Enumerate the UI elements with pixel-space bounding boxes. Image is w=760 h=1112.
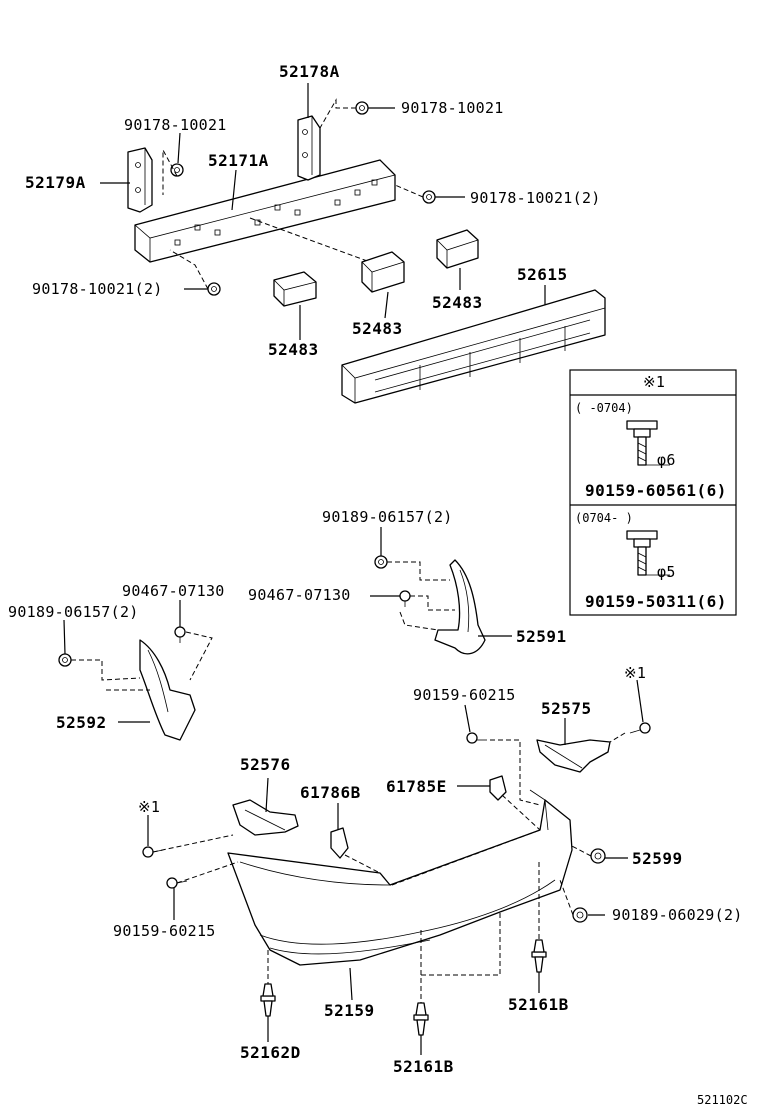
nut-icon [422,190,436,204]
screw-icon [466,732,487,744]
bolt-icon [626,420,670,466]
inset-dia-upper: φ6 [657,451,676,469]
callout-mark-left: ※1 [138,798,160,816]
inset-range-lower: (0704- ) [575,511,633,525]
retainer-61786b [330,827,349,859]
bumper-reinforcement [134,159,396,263]
callout-52179a: 52179A [25,173,86,192]
callout-left-screw: 90467-07130 [122,582,225,600]
inset-part-lower: 90159-50311(6) [585,592,727,611]
spacer-right [536,739,611,773]
callout-52159: 52159 [324,1001,375,1020]
callout-mark-right: ※1 [624,664,646,682]
nut-icon [207,282,221,296]
callout-52161b-right: 52161B [508,995,569,1014]
inset-range-upper: ( -0704) [575,401,633,415]
inset-part-upper: 90159-60561(6) [585,481,727,500]
bracket-right [297,115,321,181]
bolt-icon [626,530,670,576]
callout-52576: 52576 [240,755,291,774]
push-clip-icon [413,1002,429,1036]
callout-nut-top-left: 90178-10021 [124,116,227,134]
callout-52615: 52615 [517,265,568,284]
pad-icon [590,848,606,864]
nut-icon [355,101,369,115]
retainer-52483-center [361,251,405,293]
callout-nut-left-2: 90178-10021(2) [32,280,163,298]
bracket-left [127,147,153,213]
inset-box [569,369,737,616]
retainer-52483-right [436,229,479,269]
callout-nut-top-right: 90178-10021 [401,99,504,117]
push-clip-icon [531,939,547,973]
screw-icon [629,722,651,734]
side-retainer-right [434,559,486,655]
energy-absorber [341,289,606,404]
spacer-left [232,799,299,836]
callout-52483-center: 52483 [352,319,403,338]
callout-52592: 52592 [56,713,107,732]
callout-61785e: 61785E [386,777,447,796]
retainer-52483-left [273,271,317,307]
screw-icon [399,590,411,607]
callout-52162d: 52162D [240,1043,301,1062]
callout-left-clip: 90189-06157(2) [8,603,139,621]
retainer-61785e [489,775,507,801]
push-clip-icon [260,983,276,1017]
inset-title: ※1 [643,373,665,391]
callout-52591: 52591 [516,627,567,646]
callout-52178a: 52178A [279,62,340,81]
callout-nut-right-2: 90178-10021(2) [470,189,601,207]
clip-icon [572,907,588,923]
callout-52575: 52575 [541,699,592,718]
callout-right-screw: 90467-07130 [248,586,351,604]
screw-icon [174,626,186,643]
callout-right-clip: 90189-06157(2) [322,508,453,526]
callout-52599: 52599 [632,849,683,868]
callout-61786b: 61786B [300,783,361,802]
clip-icon [374,555,388,569]
side-retainer-left [139,639,196,741]
callout-52483-right: 52483 [432,293,483,312]
inset-dia-lower: φ5 [657,563,676,581]
callout-52483-left: 52483 [268,340,319,359]
nut-icon [170,163,184,177]
callout-52171a: 52171A [208,151,269,170]
callout-clip-2: 90189-06029(2) [612,906,743,924]
callout-52161b-center: 52161B [393,1057,454,1076]
diagram-id: 521102C [697,1093,748,1107]
callout-screw-bottom: 90159-60215 [113,922,216,940]
clip-icon [58,653,72,667]
callout-screw-top: 90159-60215 [413,686,516,704]
